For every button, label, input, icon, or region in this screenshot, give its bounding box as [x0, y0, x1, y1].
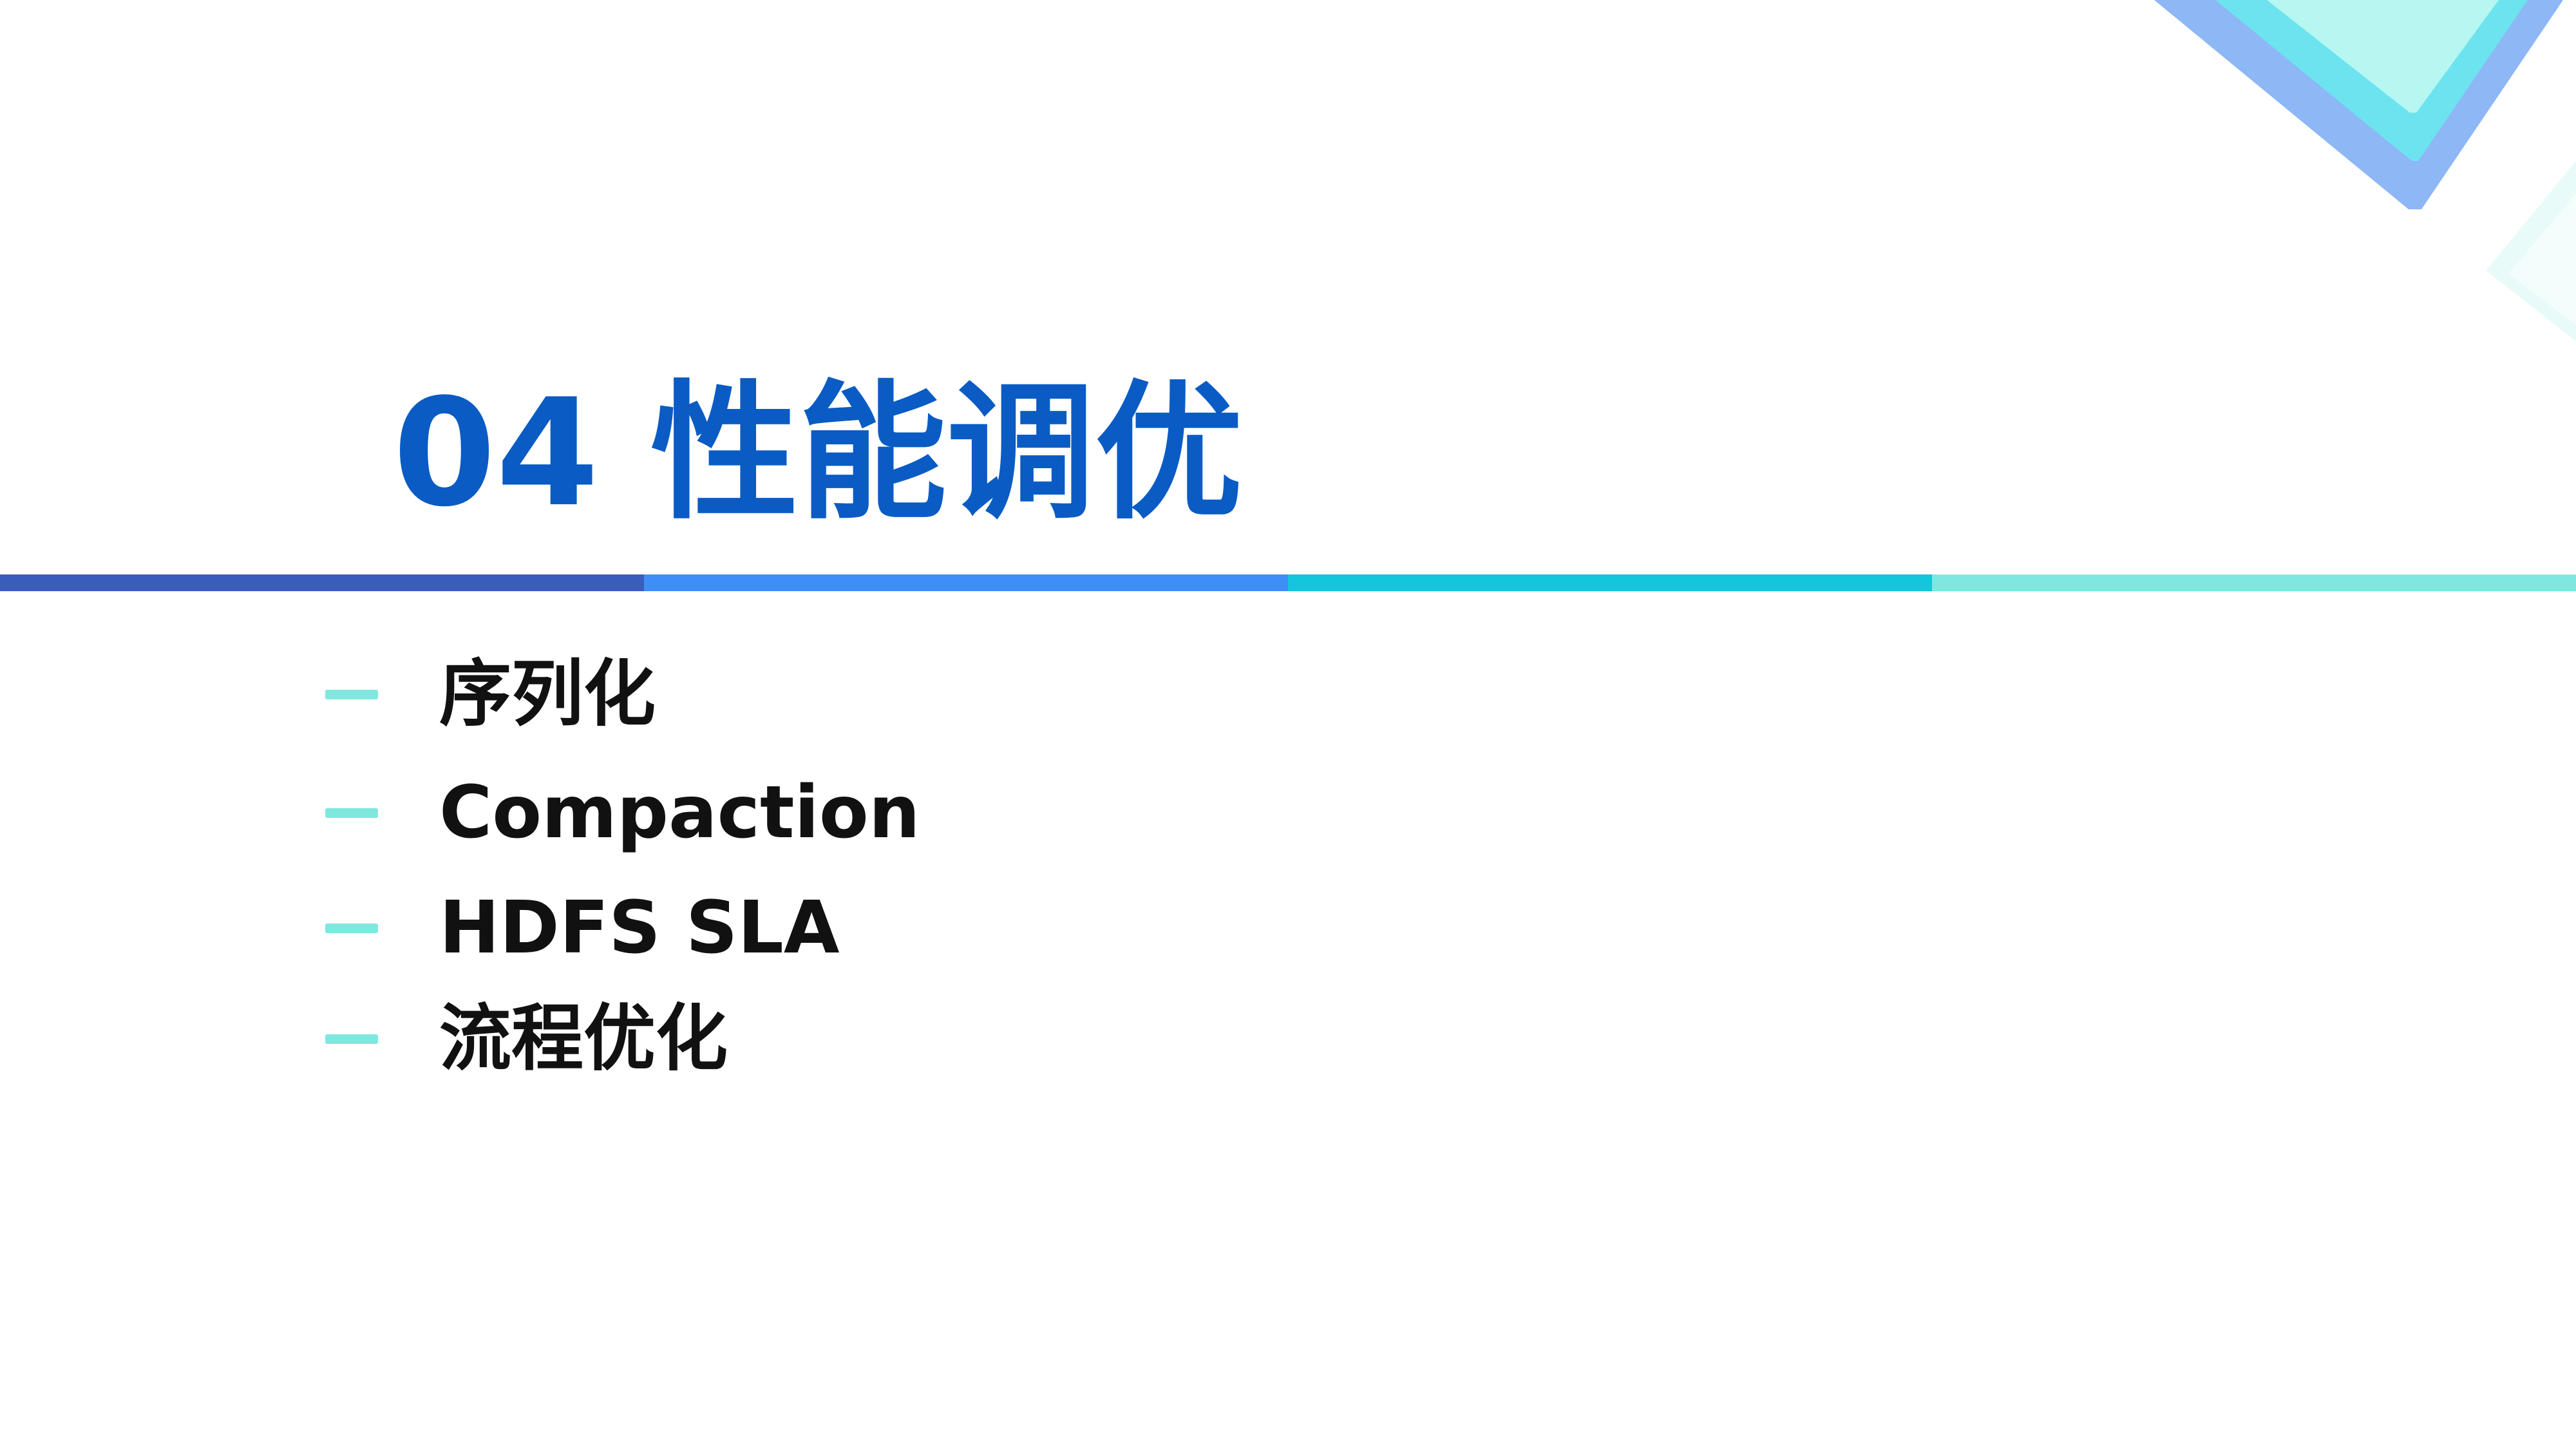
dash-bullet-icon: [325, 923, 378, 933]
list-item: 流程优化: [325, 990, 728, 1087]
corner-chevron-faint-inner: [2508, 193, 2576, 325]
dash-bullet-icon: [325, 689, 378, 699]
section-divider: [0, 574, 2576, 591]
list-item: HDFS SLA: [325, 880, 840, 976]
list-item: Compaction: [325, 764, 920, 861]
divider-segment-3: [1288, 574, 1932, 591]
list-item-label: 流程优化: [439, 997, 728, 1081]
dash-bullet-icon: [325, 1034, 378, 1044]
divider-segment-1: [0, 574, 644, 591]
corner-chevron-inner: [2267, 0, 2499, 113]
divider-segment-4: [1932, 574, 2576, 591]
list-item-label: HDFS SLA: [439, 886, 840, 970]
divider-segment-2: [644, 574, 1288, 591]
list-item: 序列化: [325, 646, 656, 743]
dash-bullet-icon: [325, 808, 378, 818]
page-title: 04 性能调优: [393, 368, 1244, 540]
list-item-label: 序列化: [439, 652, 656, 736]
list-item-label: Compaction: [439, 771, 920, 855]
